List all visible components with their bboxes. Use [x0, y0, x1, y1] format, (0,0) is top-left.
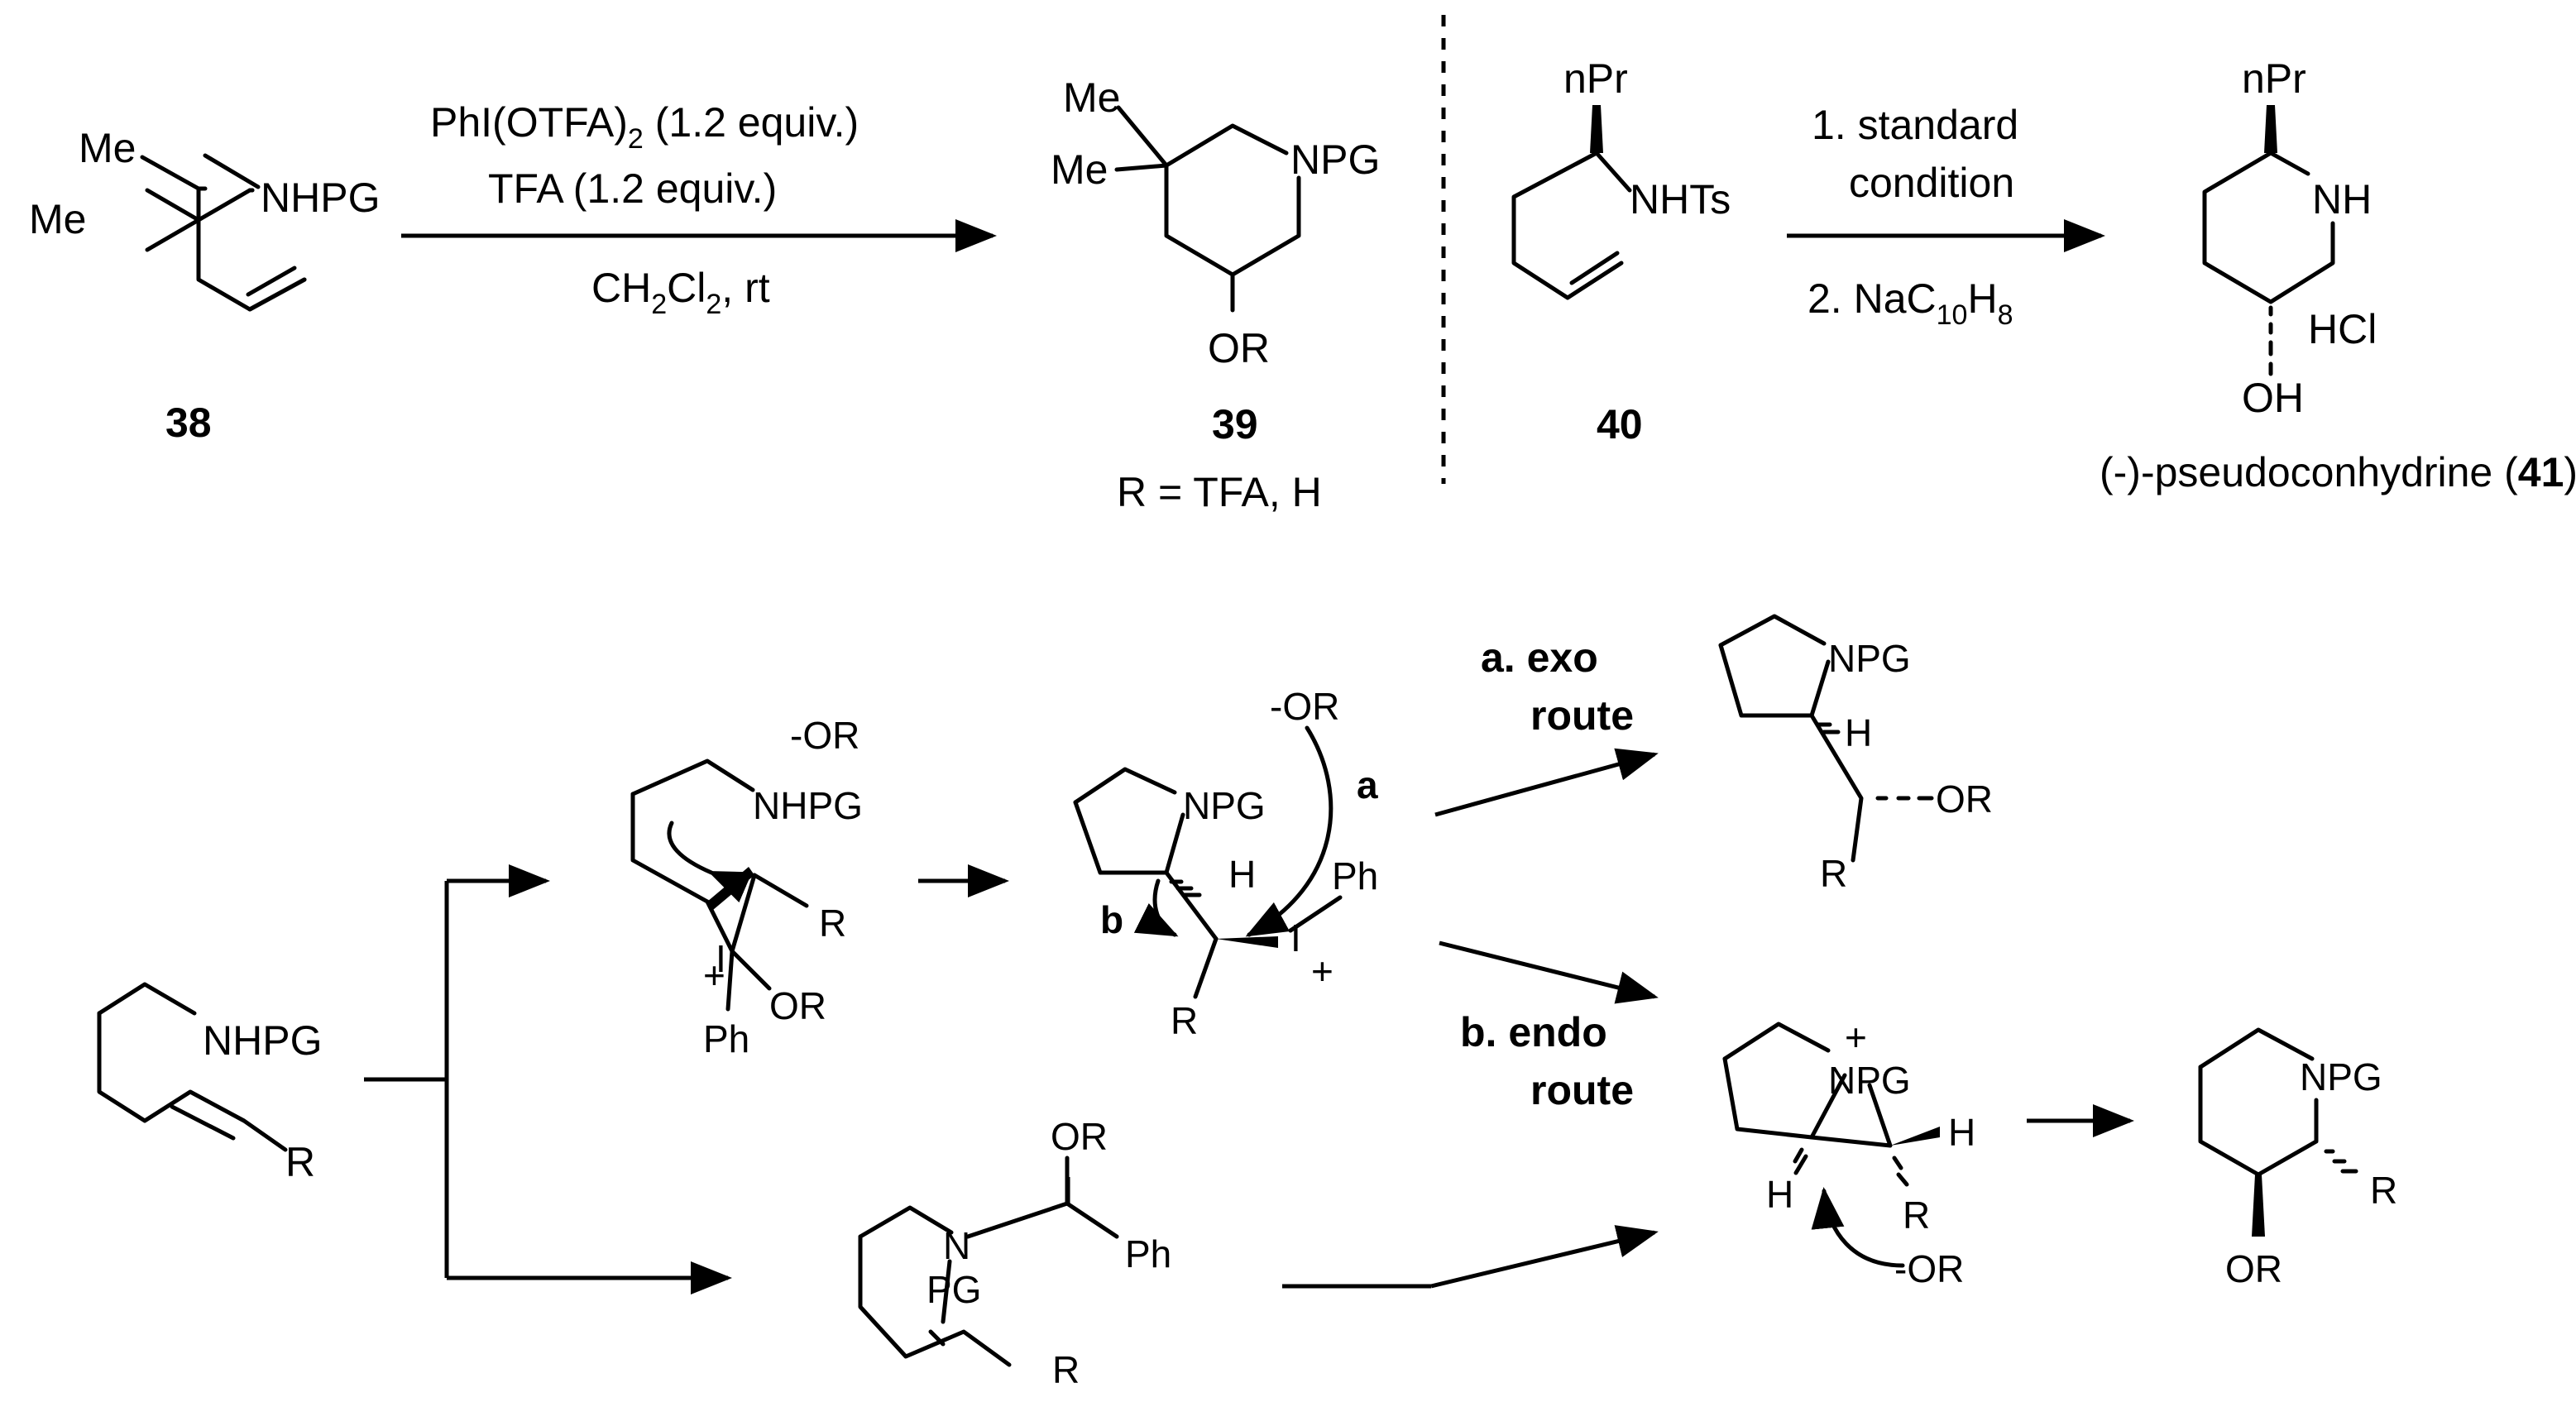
r-label: R [819, 902, 846, 945]
exo-route-label: a. exo [1481, 634, 1598, 681]
methyl-label: Me [1051, 146, 1108, 193]
or-label: OR [1051, 1115, 1108, 1158]
npg-label: NPG [1183, 784, 1266, 827]
r-group-note: R = TFA, H [1117, 469, 1322, 515]
iodonium-intermediate: -OR NHPG R + I OR Ph [630, 714, 863, 1060]
compound-40: nPr NHTs 40 [1511, 55, 1731, 447]
npg-label: NPG [1828, 637, 1911, 680]
nitrogen-label: N [943, 1224, 970, 1267]
npg-label: NPG [2300, 1055, 2382, 1098]
methyl-label: Me [1063, 74, 1120, 121]
charge-label: + [1311, 950, 1333, 993]
counterion-label: -OR [1270, 685, 1339, 728]
phenyl-label: Ph [1125, 1232, 1171, 1275]
exo-endo-arrows: a. exo route b. endo route [1434, 634, 1659, 1113]
reagent-line: PhI(OTFA)2 (1.2 equiv.) [430, 99, 859, 155]
r-label: R [285, 1139, 315, 1185]
reaction-arrow-1: PhI(OTFA)2 (1.2 equiv.) TFA (1.2 equiv.)… [401, 99, 997, 320]
compound-number: 39 [1212, 401, 1258, 447]
counterion-label: -OR [1894, 1247, 1964, 1290]
aziridinium: + NPG H H R -OR [1722, 1016, 1975, 1290]
compound-39: Me Me NPG OR 39 R = TFA, H [1051, 74, 1380, 515]
starting-alkene: NHPG R [97, 982, 322, 1185]
phenyl-label: Ph [703, 1017, 749, 1060]
hcl-label: HCl [2308, 306, 2377, 352]
step-label: condition [1849, 160, 2014, 206]
phenyl-label: Ph [1332, 854, 1378, 897]
path-b-label: b [1100, 898, 1123, 941]
exo-route-label: route [1530, 692, 1634, 739]
or-label: OR [1208, 325, 1270, 371]
npg-label: NPG [1290, 136, 1380, 183]
nh-label: NH [2312, 176, 2372, 223]
reagent-line: TFA (1.2 equiv.) [488, 165, 777, 212]
charge-label: + [703, 954, 725, 997]
step-label: 2. NaC10H8 [1808, 275, 2013, 331]
reaction-arrow-2: 1. standard condition 2. NaC10H8 [1787, 102, 2105, 331]
reaction-arrow [1430, 1225, 1659, 1289]
step-label: 1. standard [1812, 102, 2018, 148]
h-label: H [1948, 1111, 1975, 1154]
pg-label: PG [926, 1268, 981, 1311]
r-label: R [1820, 852, 1847, 895]
r-label: R [1171, 999, 1198, 1042]
endo-route-label: route [1530, 1067, 1634, 1113]
npropyl-label: nPr [2242, 55, 2306, 102]
nhpg-label: NHPG [753, 784, 863, 827]
counterion-label: -OR [790, 714, 859, 757]
r-label: R [2370, 1169, 2397, 1212]
endo-product: NPG R OR [2198, 1027, 2397, 1290]
nhts-label: NHTs [1630, 176, 1731, 223]
or-label: OR [2225, 1247, 2282, 1290]
nhpg-label: NHPG [203, 1017, 322, 1064]
compound-number: 40 [1597, 401, 1643, 447]
nhpg-label: NHPG [261, 175, 380, 221]
iodine-label: I [1063, 1169, 1074, 1212]
h-label: H [1228, 853, 1256, 896]
exo-product: NPG H OR R [1718, 614, 1993, 895]
or-label: OR [1936, 778, 1993, 821]
iodine-label: I [716, 937, 726, 980]
solvent-line: CH2Cl2, rt [591, 265, 770, 320]
npg-label: NPG [1828, 1059, 1911, 1102]
charge-label: + [1845, 1016, 1867, 1059]
amido-iodane: OR I N Ph PG R [858, 1115, 1171, 1391]
compound-number: 38 [165, 400, 212, 446]
path-a-label: a [1357, 763, 1378, 806]
methyl-label: Me [29, 196, 86, 242]
branch-arrows [364, 864, 732, 1294]
r-label: R [1052, 1348, 1080, 1391]
compound-name: (-)-pseudoconhydrine (41) [2100, 449, 2576, 495]
or-label: OR [769, 984, 826, 1027]
iodine-label: I [1290, 916, 1301, 959]
npropyl-label: nPr [1563, 55, 1628, 102]
oh-label: OH [2242, 375, 2304, 421]
h-label: H [1766, 1173, 1793, 1216]
compound-41: nPr NH OH HCl (-)-pseudoconhydrine (41) [2100, 55, 2576, 495]
compound-38: Me Me NHPG 38 [29, 125, 380, 446]
pyrrolidine-iodonium: -OR NPG a b Ph H I + R [1073, 685, 1378, 1042]
h-label: H [1845, 711, 1872, 754]
r-label: R [1903, 1194, 1930, 1237]
endo-route-label: b. endo [1460, 1009, 1607, 1055]
methyl-label: Me [79, 125, 136, 171]
